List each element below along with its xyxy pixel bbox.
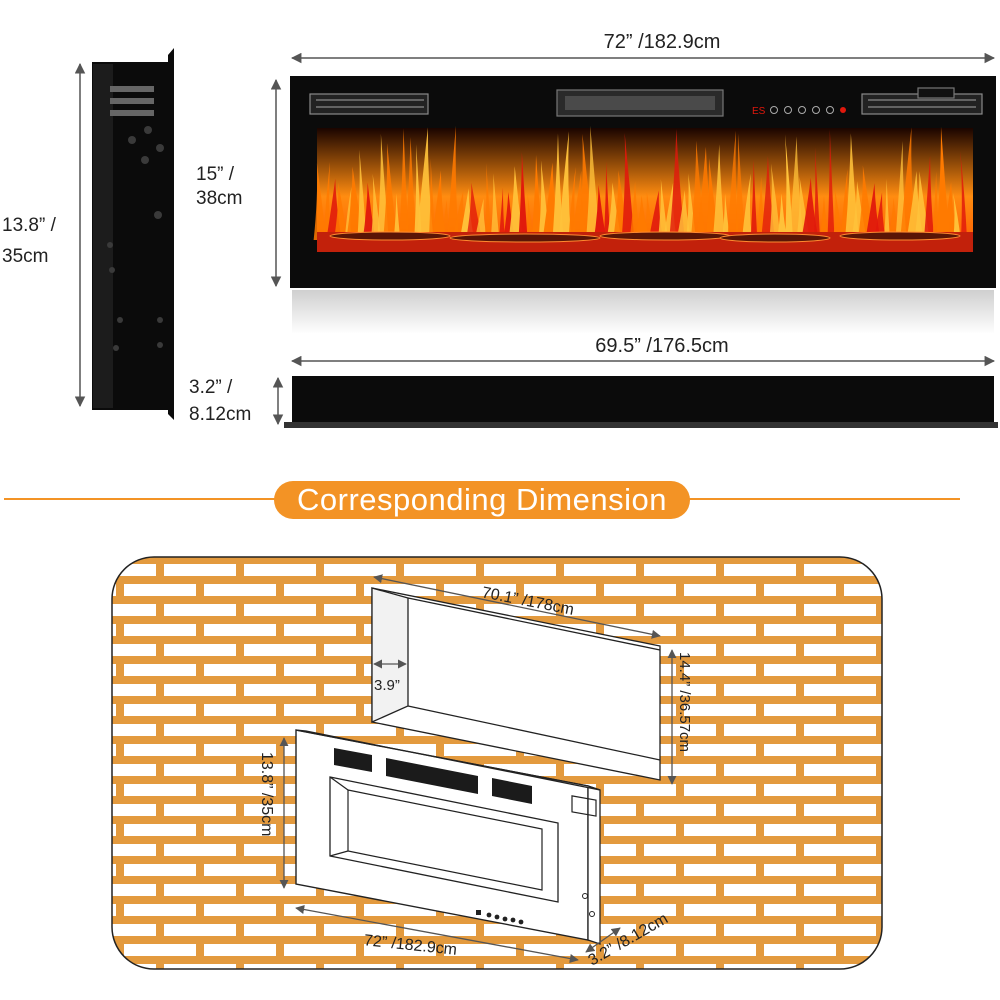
side-height-label-b: 35cm bbox=[2, 246, 48, 267]
section-banner: Corresponding Dimension bbox=[4, 481, 960, 519]
log bbox=[329, 231, 451, 241]
flame bbox=[552, 133, 564, 240]
flame bbox=[727, 130, 739, 240]
flame bbox=[383, 143, 397, 240]
front-height-label-a: 15” / bbox=[196, 164, 235, 185]
flame bbox=[801, 177, 819, 240]
front-view: ES bbox=[290, 76, 996, 334]
flame bbox=[333, 182, 349, 240]
heater-grille-icon bbox=[556, 89, 724, 117]
flame bbox=[722, 193, 730, 240]
flame bbox=[393, 193, 401, 240]
flame bbox=[313, 163, 327, 240]
flame bbox=[484, 162, 492, 240]
flame bbox=[734, 133, 746, 240]
flame bbox=[923, 155, 935, 240]
flame bbox=[942, 181, 958, 240]
log bbox=[719, 233, 831, 243]
flame-window bbox=[313, 125, 973, 252]
flame bbox=[669, 129, 685, 240]
front-height-label-b: 38cm bbox=[196, 188, 242, 209]
side-height-label-a: 13.8” / bbox=[2, 215, 57, 236]
depth-label-a: 3.2” / bbox=[189, 377, 233, 398]
flame bbox=[593, 184, 607, 240]
flame bbox=[936, 126, 950, 240]
flame bbox=[741, 173, 753, 240]
side-view bbox=[74, 48, 174, 420]
flame bbox=[474, 198, 488, 240]
flame bbox=[416, 127, 434, 240]
overall-width-label: 72” /182.9cm bbox=[604, 31, 721, 53]
opening-height-label: 14.4” /36.57cm bbox=[676, 652, 693, 752]
flame bbox=[769, 163, 781, 240]
left-vent-icon bbox=[309, 93, 429, 115]
log bbox=[449, 233, 601, 243]
flame bbox=[819, 195, 829, 240]
flame bbox=[526, 193, 534, 240]
flame bbox=[712, 144, 726, 240]
right-vent-icon bbox=[861, 87, 983, 115]
side-vent-icon bbox=[110, 86, 154, 116]
flame bbox=[490, 173, 500, 240]
log bbox=[839, 231, 961, 241]
flame bbox=[953, 192, 961, 240]
flame bbox=[883, 178, 891, 240]
flame bbox=[960, 150, 968, 240]
flame bbox=[447, 125, 459, 240]
flame bbox=[518, 152, 528, 240]
control-panel: ES bbox=[752, 106, 846, 117]
top-view bbox=[284, 376, 998, 428]
flame bbox=[323, 162, 331, 240]
flame bbox=[657, 179, 669, 240]
flame bbox=[498, 187, 506, 240]
unit-height-label: 13.8” /35cm bbox=[258, 752, 275, 836]
flame bbox=[586, 125, 600, 240]
flame bbox=[603, 161, 611, 240]
flame bbox=[750, 159, 758, 240]
flame bbox=[621, 132, 635, 240]
flame bbox=[431, 170, 447, 240]
flame bbox=[399, 128, 409, 240]
flame bbox=[833, 188, 843, 240]
opening-depth-label: 3.9” bbox=[374, 677, 400, 694]
flame bbox=[428, 158, 436, 240]
flame bbox=[558, 131, 572, 240]
flame bbox=[531, 154, 543, 240]
flame bbox=[357, 149, 367, 240]
flame bbox=[405, 137, 417, 240]
inner-width-label: 69.5” /176.5cm bbox=[595, 335, 728, 357]
log bbox=[599, 231, 731, 241]
svg-text:ES: ES bbox=[752, 106, 766, 117]
depth-label-b: 8.12cm bbox=[189, 404, 251, 425]
flame bbox=[568, 166, 576, 240]
flame bbox=[874, 192, 886, 240]
flame bbox=[813, 146, 821, 240]
flame bbox=[827, 129, 835, 240]
flame bbox=[777, 193, 787, 240]
banner-title: Corresponding Dimension bbox=[297, 482, 667, 517]
